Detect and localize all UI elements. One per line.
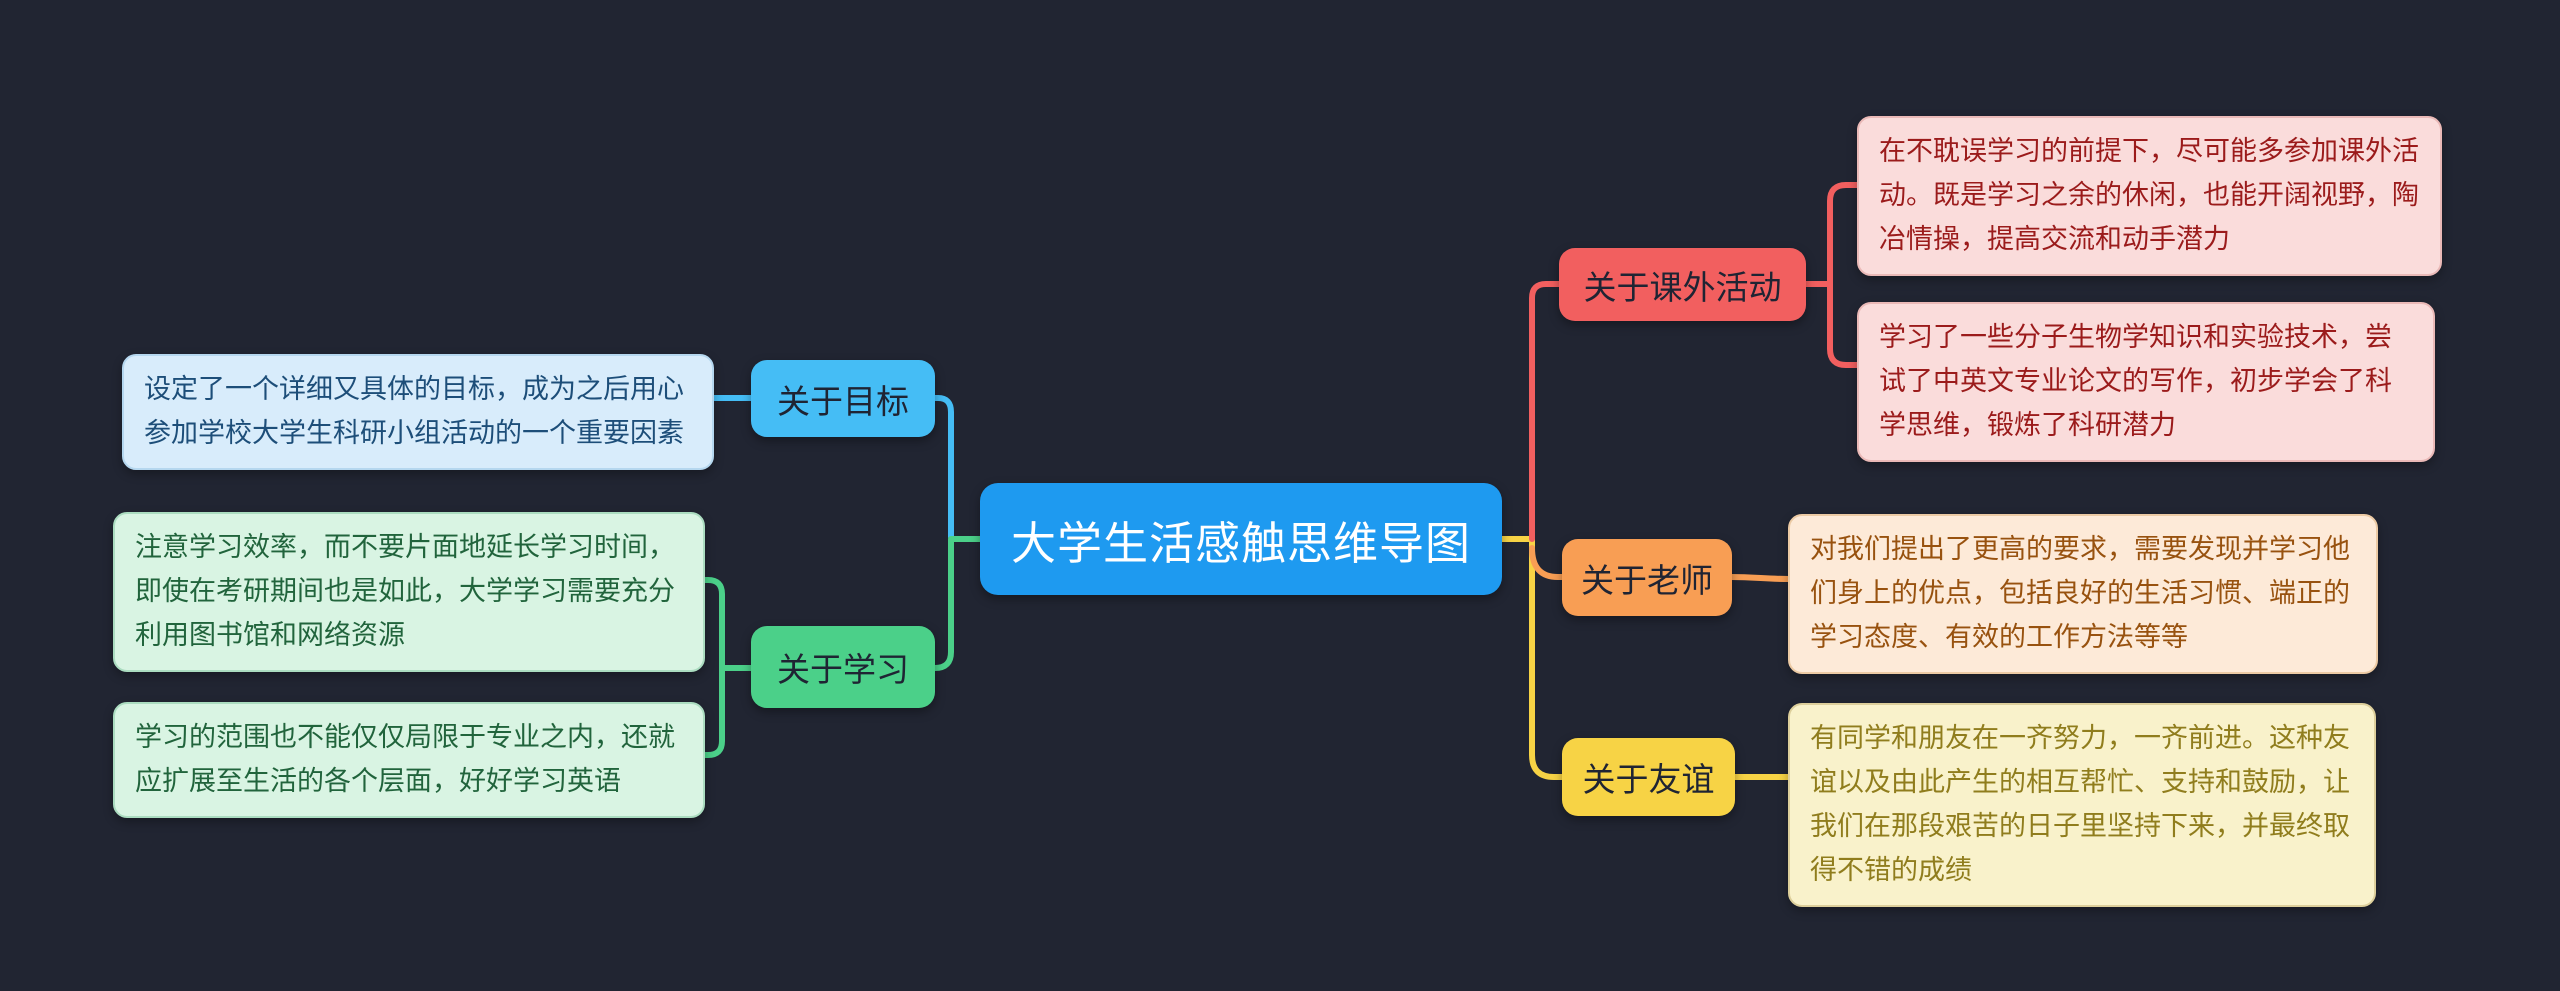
branch-node-study[interactable]: 关于学习 [751, 626, 935, 708]
note-activities-2[interactable]: 学习了一些分子生物学知识和实验技术，尝试了中英文专业论文的写作，初步学会了科学思… [1857, 302, 2435, 462]
connector-activities-trunk [1529, 281, 1563, 542]
branch-node-activities[interactable]: 关于课外活动 [1559, 248, 1806, 321]
root-topic-node[interactable]: 大学生活感触思维导图 [980, 483, 1502, 595]
note-study-1[interactable]: 注意学习效率，而不要片面地延长学习时间，即使在考研期间也是如此，大学学习需要充分… [113, 512, 705, 672]
note-study-2[interactable]: 学习的范围也不能仅仅局限于专业之内，还就应扩展至生活的各个层面，好好学习英语 [113, 702, 705, 818]
connector-study-trunk [932, 536, 986, 671]
connector-activities-notes [1802, 182, 1861, 368]
connector-friendship-trunk [1497, 536, 1566, 780]
connector-study-notes [700, 577, 756, 758]
branch-node-friendship[interactable]: 关于友谊 [1562, 738, 1735, 816]
connector-teachers-note [1728, 574, 1792, 582]
connector-teachers-trunk [1529, 545, 1566, 580]
note-goal-1[interactable]: 设定了一个详细又具体的目标，成为之后用心参加学校大学生科研小组活动的一个重要因素 [122, 354, 714, 470]
note-friendship-1[interactable]: 有同学和朋友在一齐努力，一齐前进。这种友谊以及由此产生的相互帮忙、支持和鼓励，让… [1788, 703, 2376, 907]
note-teachers-1[interactable]: 对我们提出了更高的要求，需要发现并学习他们身上的优点，包括良好的生活习惯、端正的… [1788, 514, 2378, 674]
note-activities-1[interactable]: 在不耽误学习的前提下，尽可能多参加课外活动。既是学习之余的休闲，也能开阔视野，陶… [1857, 116, 2442, 276]
branch-node-goal[interactable]: 关于目标 [751, 360, 935, 437]
connector-goal-trunk [932, 395, 954, 540]
branch-node-teachers[interactable]: 关于老师 [1562, 539, 1732, 616]
